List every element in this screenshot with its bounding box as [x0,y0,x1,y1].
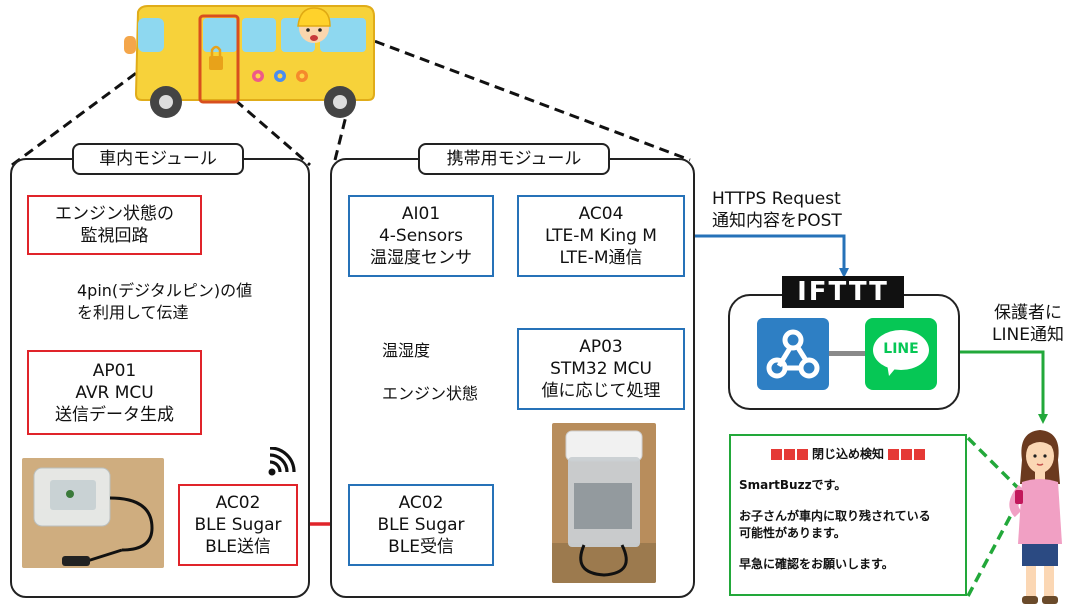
ac02-rx-line2: BLE Sugar [377,515,465,535]
dashed-phone-link-1 [966,436,1022,492]
signal-label: 4pin(デジタルピン)の値 を利用して伝達 [77,280,307,324]
https-request-label: HTTPS Request 通知内容をPOST [712,188,892,232]
line-bubble-tail [887,364,899,376]
ac02-rx-box: AC02 BLE Sugar BLE受信 [348,484,494,566]
alert-square-icon [888,449,899,460]
https-line1: HTTPS Request [712,189,841,209]
bus-illustration [124,5,375,118]
message-header-row: 閉じ込め検知 [739,446,957,463]
engine-monitor-line1: エンジン状態の [55,204,174,224]
ifttt-logo: IFTTT [782,276,904,308]
message-line1: SmartBuzzです。 [739,478,847,492]
https-line2: 通知内容をPOST [712,211,842,231]
dashed-link-right-2 [344,28,691,162]
ac02-tx-line3: BLE送信 [205,537,271,557]
ac02-tx-line1: AC02 [215,493,261,513]
arrow-ac04-to-ifttt [683,234,849,278]
notification-message-box: 閉じ込め検知 SmartBuzzです。 お子さんが車内に取り残されている 可能性… [729,434,967,596]
alert-square-icon [783,449,795,460]
message-line4: 早急に確認をお願いします。 [739,557,894,571]
ac04-line2: LTE-M King M [545,226,657,246]
line-logo-text: LINE [883,341,919,357]
message-line2: お子さんが車内に取り残されている [739,509,931,523]
signal-label-line2: を利用して伝達 [77,303,189,322]
ai01-line2: 4-Sensors [378,226,464,246]
vehicle-module-title: 車内モジュール [72,143,244,175]
engine-monitor-line2: 監視回路 [80,226,149,246]
alert-square-icon [901,449,912,460]
ai01-line1: AI01 [401,204,441,224]
dashed-link-left-2 [174,46,311,167]
alert-square-icon [914,449,925,460]
ap03-line1: AP03 [579,337,623,357]
alert-square-icon [770,449,782,460]
ai01-box: AI01 4-Sensors 温湿度センサ [348,195,494,277]
ap03-line3: 値に応じて処理 [541,381,661,401]
line-bubble [873,330,929,370]
ac02-tx-line2: BLE Sugar [194,515,282,535]
engine-state-label: エンジン状態 [382,384,479,403]
ac04-line1: AC04 [578,204,624,224]
portable-module-photo [552,423,656,583]
webhooks-icon [757,318,829,390]
engine-monitor-box: エンジン状態の 監視回路 [27,195,202,255]
wifi-signal-icon [268,447,296,476]
vehicle-module-photo [22,458,164,568]
ac02-rx-line3: BLE受信 [388,537,454,557]
portable-module-title: 携帯用モジュール [418,143,610,175]
signal-label-line1: 4pin(デジタルピン)の値 [77,281,253,300]
guardian-line2: LINE通知 [992,325,1064,345]
mother-with-phone-illustration [1009,430,1062,604]
webhook-line-connector [829,351,865,356]
ap03-line2: STM32 MCU [550,359,652,379]
alert-square-icon [796,449,808,460]
humidity-label: 温湿度 [382,341,431,360]
line-icon: LINE [865,318,937,390]
ap01-line3: 送信データ生成 [55,404,174,425]
message-line3: 可能性があります。 [739,526,846,540]
guardian-line1: 保護者に [994,303,1062,323]
dashed-phone-link-2 [966,497,1022,597]
ai01-line3: 温湿度センサ [370,248,472,268]
ap01-line2: AVR MCU [75,382,154,403]
ac02-rx-line1: AC02 [398,493,444,513]
ac02-tx-box: AC02 BLE Sugar BLE送信 [178,484,298,566]
message-header: 閉じ込め検知 [811,447,884,461]
guardian-notice-label: 保護者に LINE通知 [978,302,1078,346]
ap03-box: AP03 STM32 MCU 値に応じて処理 [517,328,685,410]
ap01-line1: AP01 [92,360,137,381]
ac04-line3: LTE-M通信 [559,248,643,268]
arrow-ifttt-to-guardian [960,350,1048,424]
ac04-box: AC04 LTE-M King M LTE-M通信 [517,195,685,277]
ap01-box: AP01 AVR MCU 送信データ生成 [27,350,202,435]
